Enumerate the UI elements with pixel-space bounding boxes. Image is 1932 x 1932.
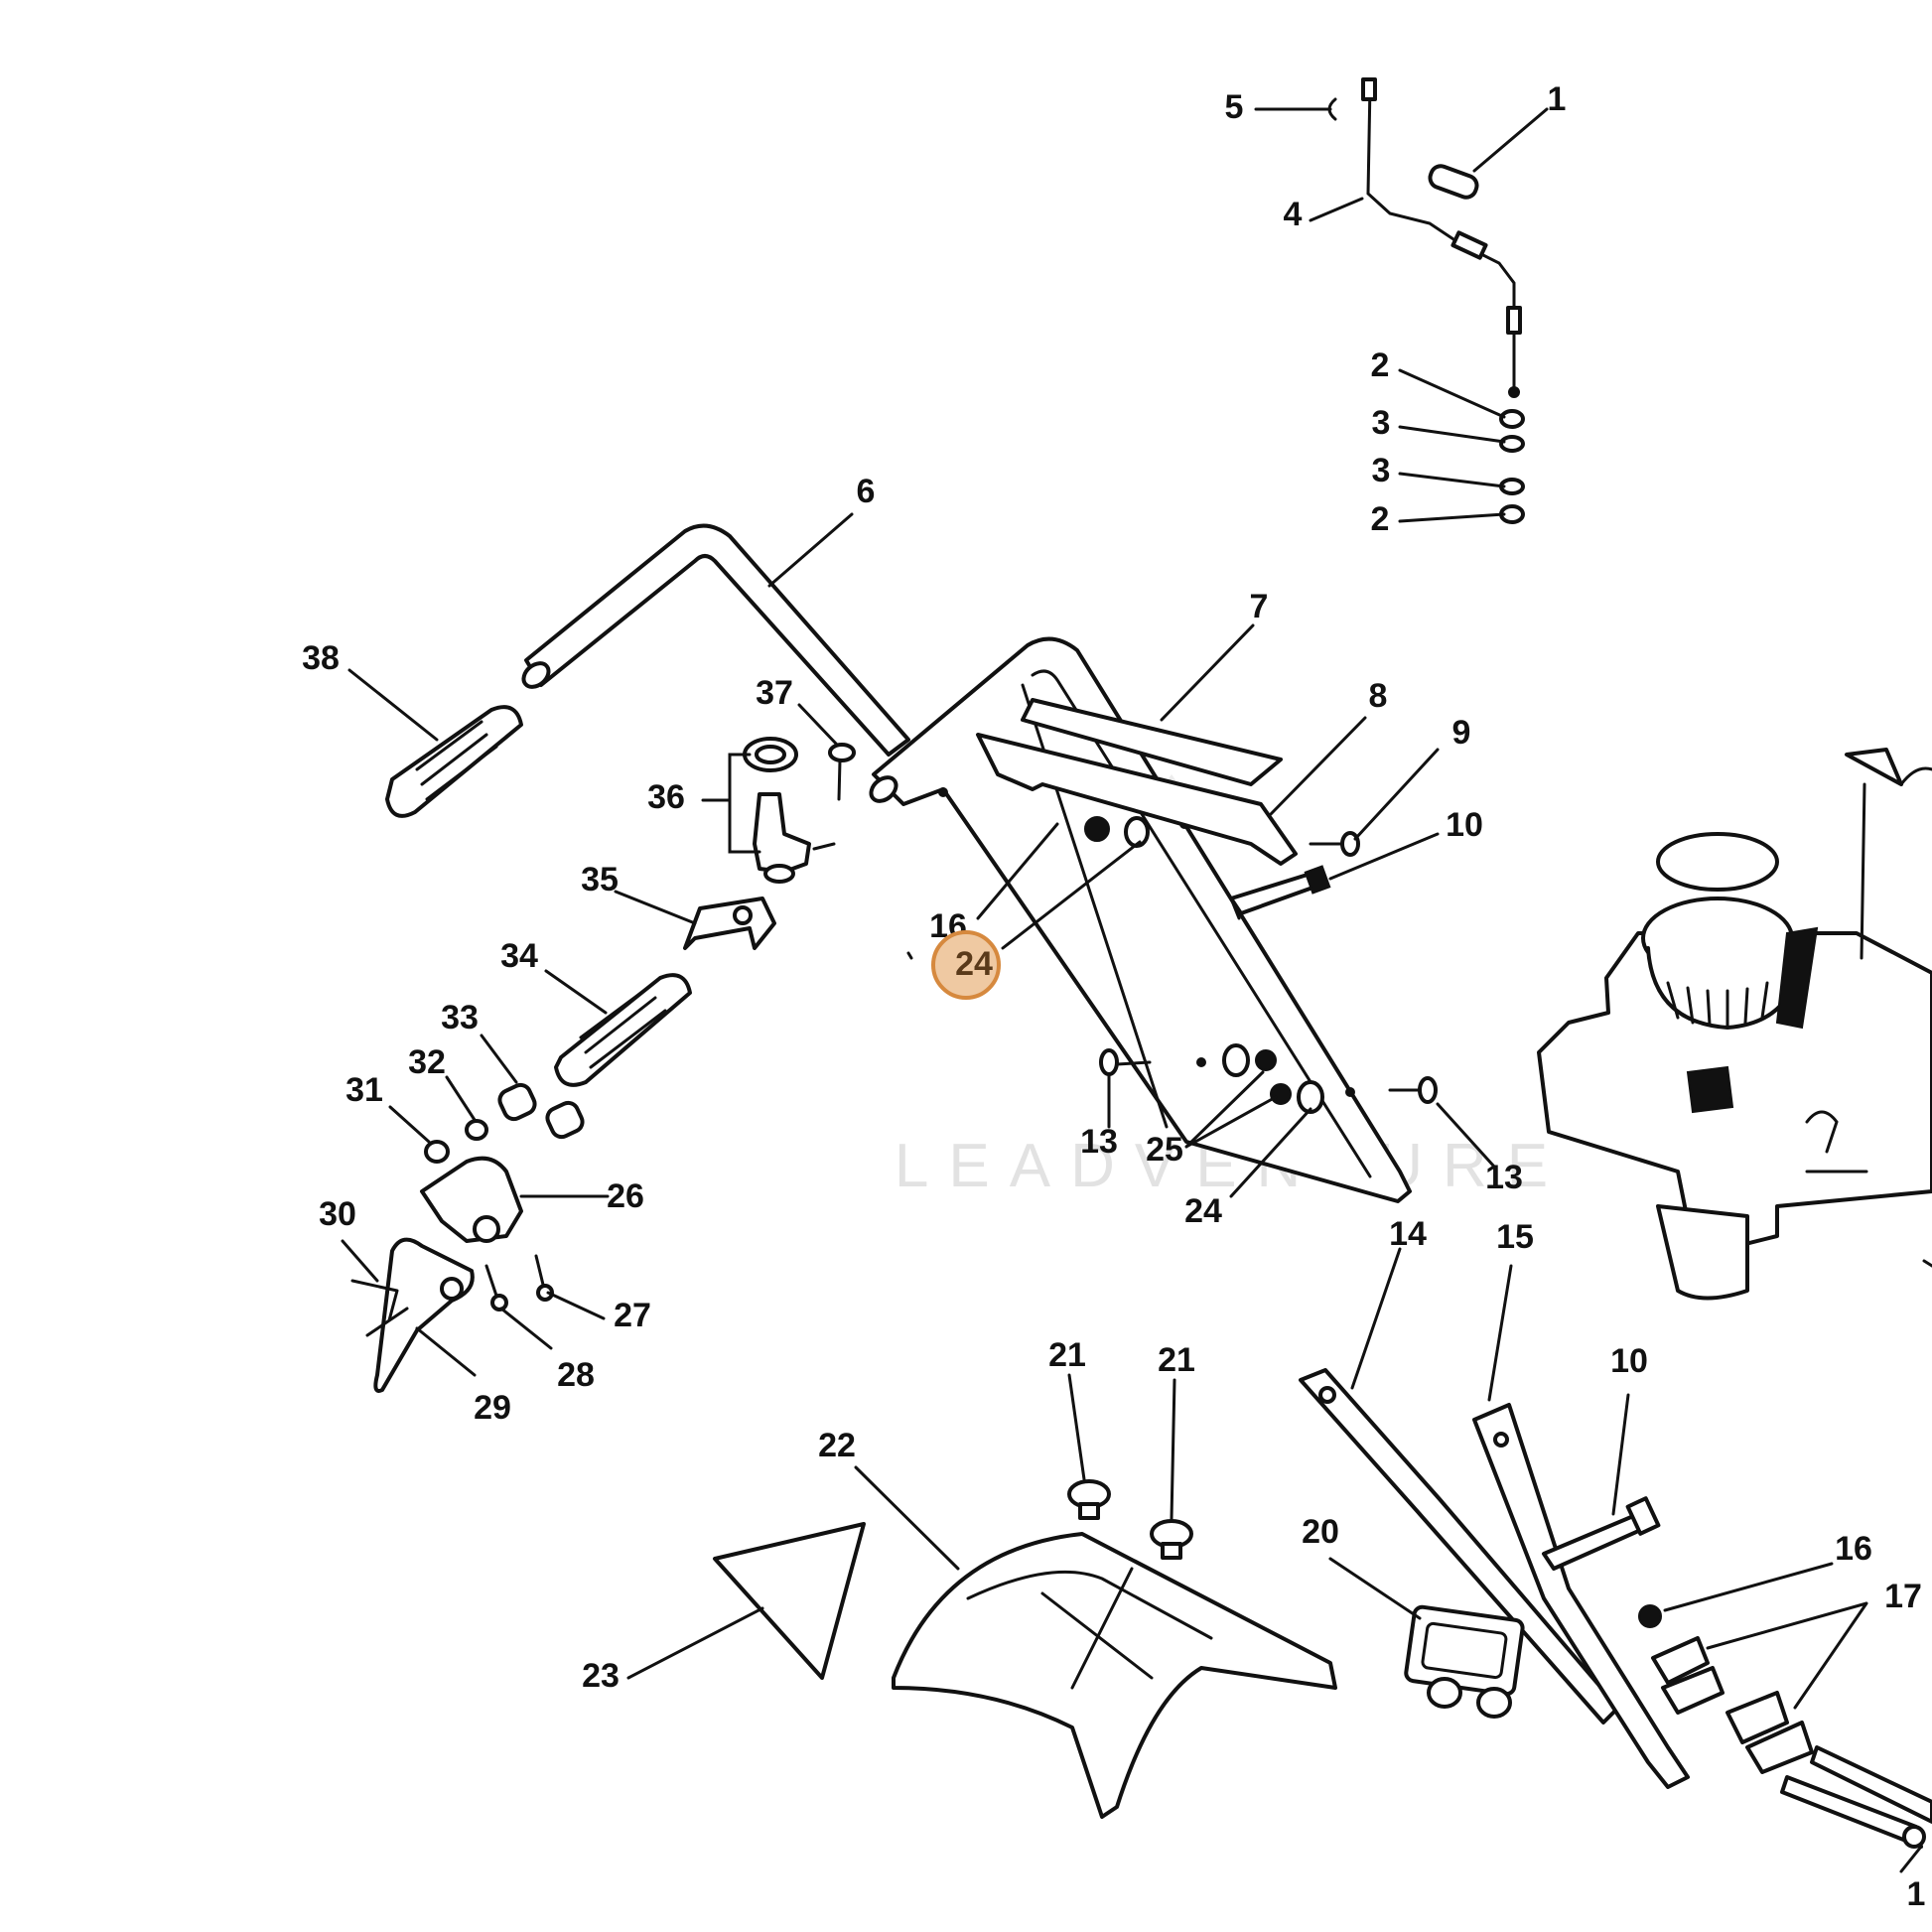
nut-part-16-upper[interactable] [1084, 816, 1110, 842]
pin-part-13-right[interactable] [1388, 1076, 1438, 1104]
pin-part-9[interactable] [1309, 831, 1360, 857]
callout-9: 9 [1452, 714, 1471, 752]
callout-25: 25 [1146, 1131, 1183, 1169]
grip-part-34[interactable] [554, 973, 692, 1087]
strut-part-15[interactable] [1472, 1403, 1690, 1789]
nut-part-32[interactable] [465, 1119, 488, 1141]
rivet-part-37[interactable] [828, 743, 856, 801]
callout-32: 32 [408, 1043, 446, 1081]
callout-6: 6 [857, 473, 876, 510]
callout-34: 34 [500, 937, 538, 975]
engine-assembly[interactable] [1537, 748, 1932, 1301]
callout-15: 15 [1496, 1218, 1534, 1256]
bracket-part-8[interactable] [976, 698, 1298, 866]
callout-10: 10 [1446, 806, 1483, 844]
callout-5: 5 [1225, 88, 1244, 126]
knob-part-21-right[interactable] [1150, 1519, 1193, 1560]
callout-1: 1 [1907, 1875, 1926, 1913]
washer-part-24-upper[interactable] [1124, 816, 1150, 848]
callout-24: 24 [1184, 1192, 1222, 1230]
throttle-cable-part-4[interactable] [1361, 77, 1522, 398]
callout-16: 16 [1835, 1530, 1872, 1568]
callout-20: 20 [1302, 1513, 1339, 1551]
callout-29: 29 [474, 1389, 511, 1427]
upper-handle-part-6[interactable] [519, 523, 910, 757]
callout-28: 28 [557, 1356, 595, 1394]
callout-1: 1 [1548, 80, 1567, 118]
callout-8: 8 [1369, 677, 1388, 715]
callout-17: 17 [1884, 1578, 1922, 1615]
leader-lines [341, 107, 1923, 1873]
callout-21: 21 [1158, 1341, 1195, 1379]
bolt-part-10-lower[interactable] [1542, 1496, 1661, 1571]
callout-26: 26 [607, 1177, 644, 1215]
callout-27: 27 [614, 1297, 651, 1334]
callout-33: 33 [441, 999, 479, 1036]
callout-2: 2 [1371, 346, 1390, 384]
shield-part-22[interactable] [892, 1532, 1337, 1819]
callout-38: 38 [302, 639, 340, 677]
washers-part-25[interactable] [1222, 1043, 1292, 1105]
callout-13: 13 [1080, 1123, 1118, 1161]
callout-37: 37 [756, 674, 793, 712]
screw-part-27[interactable] [534, 1254, 554, 1302]
screw-part-28[interactable] [484, 1264, 508, 1311]
clip-part-35[interactable] [683, 897, 776, 950]
callout-31: 31 [345, 1071, 383, 1109]
callout-13: 13 [1485, 1159, 1523, 1196]
lever-part-29[interactable] [373, 1237, 475, 1393]
callout-10: 10 [1610, 1342, 1648, 1380]
callout-36: 36 [647, 778, 685, 816]
callout-7: 7 [1250, 588, 1269, 625]
highlighted-callout-24[interactable]: 24 [931, 930, 1001, 1000]
washer-part-24-lower[interactable] [1297, 1080, 1324, 1114]
callout-2: 2 [1371, 500, 1390, 538]
callout-3: 3 [1372, 452, 1391, 489]
callout-14: 14 [1389, 1215, 1427, 1253]
callout-35: 35 [581, 861, 619, 898]
callout-3: 3 [1372, 404, 1391, 442]
triangle-plate-part-23[interactable] [713, 1522, 866, 1680]
grip-part-38[interactable] [385, 705, 523, 818]
spacers-part-33[interactable] [496, 1082, 586, 1141]
highlight-label: 24 [955, 945, 993, 983]
callout-labels: 1 2 3 3 2 4 5 6 7 8 9 10 10 13 13 14 15 … [302, 80, 1925, 1913]
brackets-part-17[interactable] [1651, 1636, 1814, 1774]
callout-22: 22 [818, 1427, 856, 1464]
bolt-part-10-upper[interactable] [1229, 865, 1331, 920]
spring-part-30[interactable] [350, 1279, 409, 1337]
nuts-washers-parts-2-3[interactable] [1499, 409, 1525, 524]
shafts-part-1-lower[interactable] [1780, 1745, 1932, 1849]
highlight-circle[interactable] [931, 930, 1001, 1000]
lever-housing-part-26[interactable] [420, 1156, 523, 1243]
switch-part-36[interactable] [743, 737, 836, 884]
callout-21: 21 [1048, 1336, 1086, 1374]
callout-30: 30 [319, 1195, 356, 1233]
nut-part-31[interactable] [424, 1140, 450, 1164]
callout-4: 4 [1284, 196, 1303, 233]
clamp-part-20[interactable] [1404, 1604, 1525, 1719]
knob-part-21-left[interactable] [1067, 1479, 1111, 1520]
sleeve-part-1[interactable] [1428, 163, 1480, 200]
callout-23: 23 [582, 1657, 620, 1695]
nut-part-16-lower[interactable] [1638, 1604, 1662, 1628]
